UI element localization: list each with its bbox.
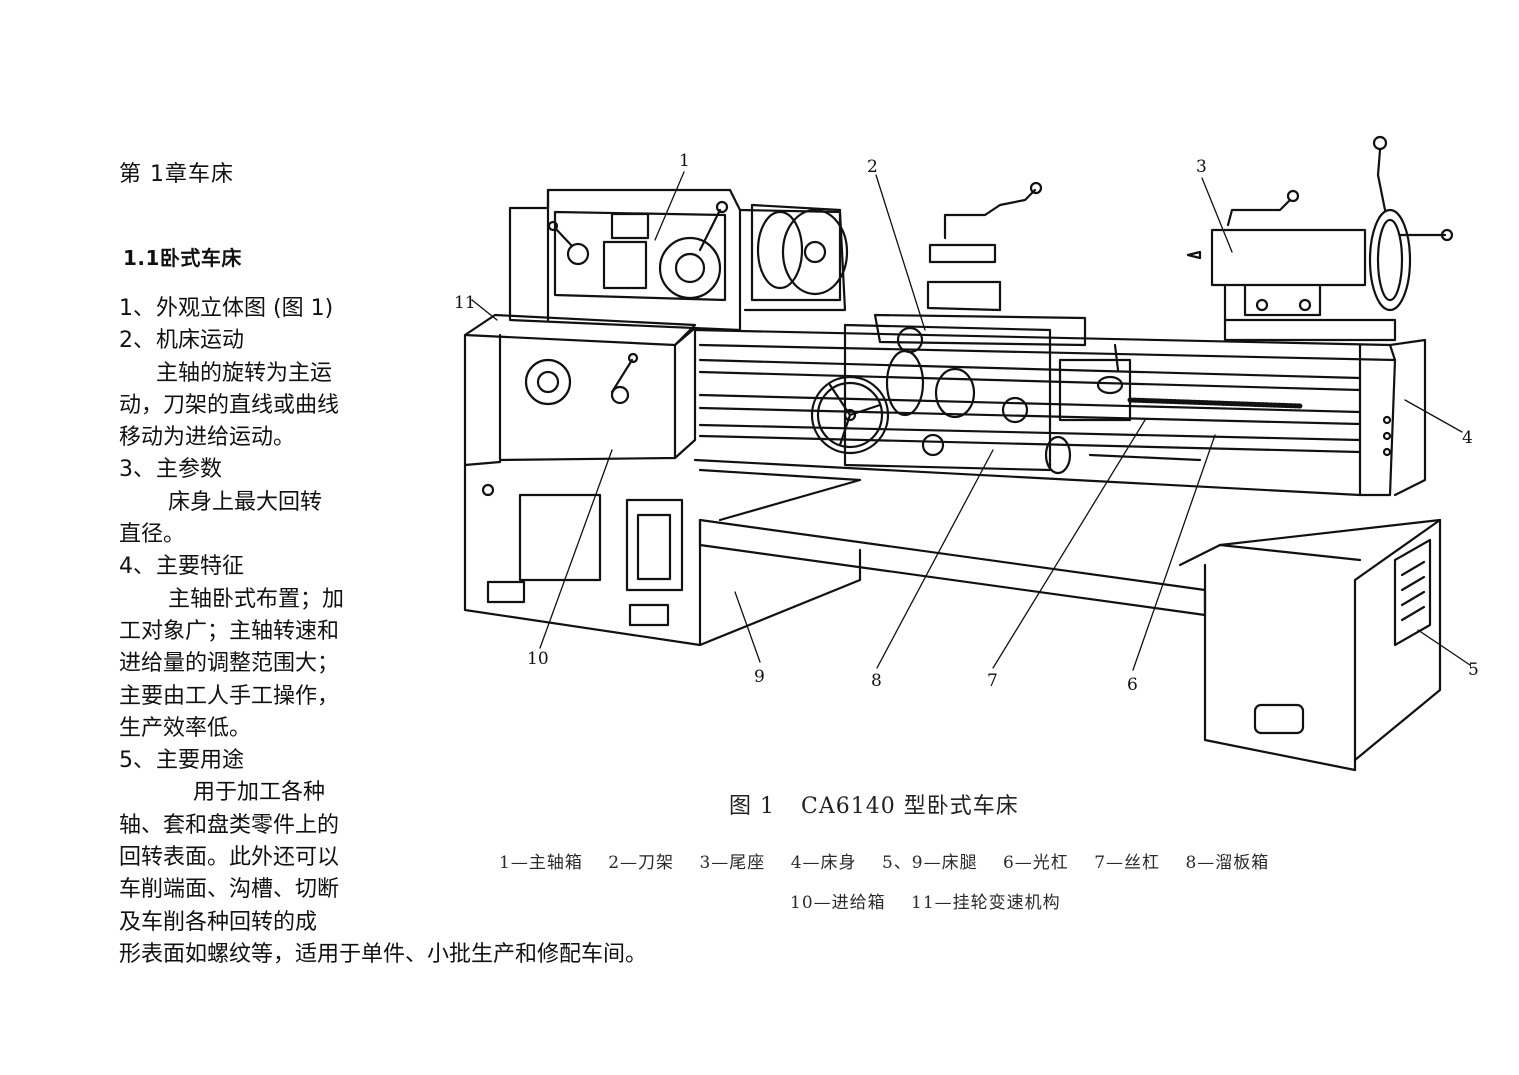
usage-line: 用于加工各种	[193, 780, 326, 806]
legend-item: 6—光杠	[1002, 853, 1069, 873]
usage-line: 及车削各种回转的成	[119, 909, 318, 935]
callout-6: 6	[1127, 675, 1138, 695]
lathe-figure: 1 2 3 4 5 6 7 8 9 10 11	[380, 95, 1510, 795]
figure-caption: 图 1 CA6140 型卧式车床	[729, 788, 1019, 820]
figure-legend-row-2: 10—进给箱 11—挂轮变速机构	[790, 888, 1081, 913]
feature-line: 进给量的调整范围大；	[119, 651, 340, 677]
feature-line: 主要由工人手工操作，	[119, 683, 340, 709]
bed-drawing	[693, 328, 1427, 497]
param-line: 直径。	[119, 522, 186, 548]
figure-title: CA6140 型卧式车床	[801, 794, 1019, 819]
callout-5: 5	[1468, 660, 1479, 680]
motion-line: 动，刀架的直线或曲线	[119, 392, 340, 418]
legend-item: 5、9—床腿	[881, 853, 978, 873]
legend-item: 1—主轴箱	[499, 853, 583, 873]
motion-line: 移动为进给运动。	[119, 425, 296, 451]
body-text: 1、外观立体图 (图 1) 2、机床运动 主轴的旋转为主运 动，刀架的直线或曲线…	[119, 293, 648, 971]
legend-item: 10—进给箱	[790, 893, 886, 913]
feature-line: 生产效率低。	[119, 715, 252, 741]
feature-line: 工对象广；主轴转速和	[119, 618, 340, 644]
legend-item: 3—尾座	[699, 853, 766, 873]
callout-leaders	[471, 171, 1471, 671]
legend-item: 4—床身	[790, 853, 857, 873]
callout-9: 9	[754, 667, 765, 687]
callout-1: 1	[679, 151, 690, 171]
item-heading-3: 3、主参数	[119, 457, 223, 483]
headstock-drawing	[508, 188, 849, 332]
item-heading-5: 5、主要用途	[119, 748, 245, 774]
figure-number: 图 1	[729, 794, 775, 819]
legend-item: 2—刀架	[608, 853, 675, 873]
callout-7: 7	[987, 671, 998, 691]
legend-item: 11—挂轮变速机构	[911, 893, 1061, 913]
legs-drawing	[463, 463, 1442, 772]
item-heading-4: 4、主要特征	[119, 554, 245, 580]
callout-2: 2	[867, 157, 878, 177]
callout-4: 4	[1462, 428, 1473, 448]
usage-line: 形表面如螺纹等，适用于单件、小批生产和修配车间。	[119, 941, 648, 967]
chapter-title: 第 1章车床	[119, 162, 234, 187]
callout-8: 8	[871, 671, 882, 691]
motion-line: 主轴的旋转为主运	[156, 360, 333, 386]
feedbox-drawing	[463, 313, 697, 467]
tailstock-drawing	[1186, 135, 1454, 342]
usage-line: 车削端面、沟槽、切断	[119, 877, 340, 903]
section-title: 1.1卧式车床	[123, 246, 242, 270]
usage-line: 轴、套和盘类零件上的	[119, 812, 340, 838]
legend-item: 7—丝杠	[1094, 853, 1161, 873]
legend-item: 8—溜板箱	[1185, 853, 1270, 873]
feature-line: 主轴卧式布置；加	[168, 586, 345, 612]
callout-3: 3	[1196, 157, 1207, 177]
apron-drawing	[810, 181, 1202, 475]
callout-10: 10	[527, 649, 549, 669]
param-line: 床身上最大回转	[168, 489, 323, 515]
item-heading-1: 1、外观立体图 (图 1)	[119, 296, 334, 321]
usage-line: 回转表面。此外还可以	[119, 845, 340, 871]
figure-legend-row-1: 1—主轴箱 2—刀架 3—尾座 4—床身 5、9—床腿 6—光杠 7—丝杠 8—…	[499, 848, 1289, 873]
callout-labels: 1 2 3 4 5 6 7 8 9 10 11	[454, 151, 1479, 695]
callout-11: 11	[454, 293, 476, 313]
item-heading-2: 2、机床运动	[119, 328, 245, 354]
